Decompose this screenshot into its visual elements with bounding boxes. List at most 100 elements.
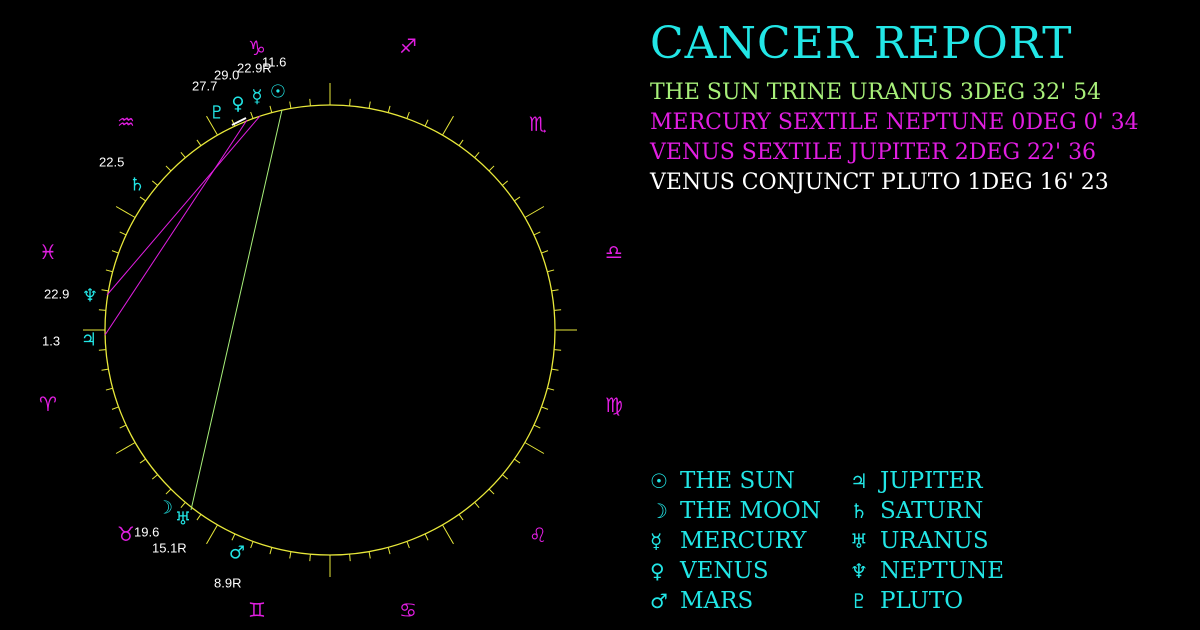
legend-label: NEPTUNE [880,558,1005,584]
legend-item-mars: ♂MARS [650,586,850,616]
wheel-minor-tick [533,424,541,429]
wheel-minor-tick [231,533,236,541]
wheel-minor-tick [269,547,273,555]
pluto-icon: ♇ [209,103,225,124]
aries-sign-icon: ♈ [39,392,57,416]
aspect-mercury-sextile-neptune: MERCURY SEXTILE NEPTUNE 0DEG 0' 34 [650,110,1139,135]
wheel-minor-tick [269,105,273,113]
wheel-minor-tick [406,111,410,119]
wheel-minor-tick [514,458,521,464]
sun-icon: ☉ [650,469,668,493]
aspect-line-venus-pluto [231,117,247,126]
moon-icon: ☽ [650,499,668,523]
wheel-minor-tick [165,488,172,495]
wheel-minor-tick [458,139,464,146]
wheel-minor-tick [151,474,158,480]
wheel-minor-tick [151,180,158,186]
wheel-major-tick [442,524,454,545]
wheel-minor-tick [502,180,509,186]
wheel-minor-tick [139,196,146,202]
uranus-icon: ♅ [175,509,191,530]
wheel-minor-tick [547,387,555,391]
capricorn-sign-icon: ♑ [248,36,266,60]
jupiter-position-label: 1.3 [42,334,60,349]
wheel-minor-tick [488,165,495,172]
wheel-major-tick [206,115,218,136]
venus-position-label: 29.0 [214,68,239,83]
wheel-minor-tick [514,196,521,202]
legend-item-mercury: ☿MERCURY [650,526,850,556]
aspect-sun-trine-uranus: THE SUN TRINE URANUS 3DEG 32' 54 [650,80,1102,105]
legend-label: JUPITER [880,468,983,494]
wheel-minor-tick [547,269,555,273]
wheel-major-tick [115,206,136,218]
wheel-minor-tick [502,474,509,480]
mercury-icon: ☿ [251,87,262,108]
saturn-icon: ♄ [129,175,145,196]
wheel-minor-tick [101,368,109,371]
legend-label: URANUS [880,528,989,554]
wheel-minor-tick [231,119,236,127]
wheel-minor-tick [424,119,429,127]
legend-label: MERCURY [680,528,807,554]
wheel-major-tick [524,442,545,454]
aspect-line-mercury-neptune [106,115,261,296]
virgo-sign-icon: ♍ [605,393,623,417]
neptune-position-label: 22.9 [44,287,69,302]
wheel-major-tick [442,115,454,136]
wheel-minor-tick [119,424,127,429]
saturn-icon: ♄ [850,499,868,523]
aspect-line-sun-uranus [190,109,283,511]
legend-item-sun: ☉THE SUN [650,466,850,496]
legend-label: SATURN [880,498,984,524]
neptune-icon: ♆ [82,286,98,307]
wheel-minor-tick [551,368,559,371]
mars-icon: ♂ [229,543,245,564]
wheel-minor-tick [180,151,186,158]
wheel-minor-tick [111,250,119,254]
sun-icon: ☉ [270,82,286,103]
legend-item-saturn: ♄ SATURN [850,496,1050,526]
wheel-minor-tick [541,406,549,410]
libra-sign-icon: ♎ [605,240,623,264]
legend-item-jupiter: ♃JUPITER [850,466,1050,496]
wheel-minor-tick [458,514,464,521]
venus-icon: ♀ [650,559,665,583]
wheel-minor-tick [368,551,371,559]
scorpio-sign-icon: ♏ [529,112,547,136]
wheel-major-tick [115,442,136,454]
legend-label: VENUS [680,558,769,584]
moon-position-label: 19.6 [134,525,159,540]
wheel-minor-tick [250,541,254,549]
wheel-minor-tick [98,349,106,351]
aspect-venus-sextile-jupiter: VENUS SEXTILE JUPITER 2DEG 22' 36 [650,140,1097,165]
wheel-minor-tick [554,349,562,351]
leo-sign-icon: ♌ [529,523,547,547]
cancer-sign-icon: ♋ [399,598,417,622]
aspect-line-venus-jupiter [104,119,248,336]
venus-icon: ♀ [231,94,244,115]
pluto-icon: ♇ [850,589,868,613]
legend-item-venus: ♀ VENUS [650,556,850,586]
taurus-sign-icon: ♉ [117,522,135,546]
pluto-position-label: 27.7 [192,79,217,94]
wheel-minor-tick [349,98,351,106]
wheel-minor-tick [289,551,292,559]
wheel-minor-tick [165,165,172,172]
chart-wheel: ♑♐♏♎♍♌♋♊♉♈♓♒☉11.6☿22.9R♀29.0♇27.7♄22.5♆2… [39,34,623,622]
wheel-minor-tick [105,387,113,391]
wheel-minor-tick [349,554,351,562]
wheel-minor-tick [180,502,186,509]
wheel-minor-tick [119,231,127,236]
saturn-position-label: 22.5 [99,155,124,170]
uranus-position-label: 15.1R [152,541,187,556]
legend-item-neptune: ♆NEPTUNE [850,556,1050,586]
wheel-minor-tick [368,101,371,109]
wheel-minor-tick [551,289,559,292]
pisces-sign-icon: ♓ [39,240,57,264]
wheel-major-tick [524,206,545,218]
wheel-minor-tick [554,309,562,311]
page-title: CANCER REPORT [650,18,1073,69]
jupiter-icon: ♃ [81,330,97,351]
wheel-minor-tick [289,101,292,109]
